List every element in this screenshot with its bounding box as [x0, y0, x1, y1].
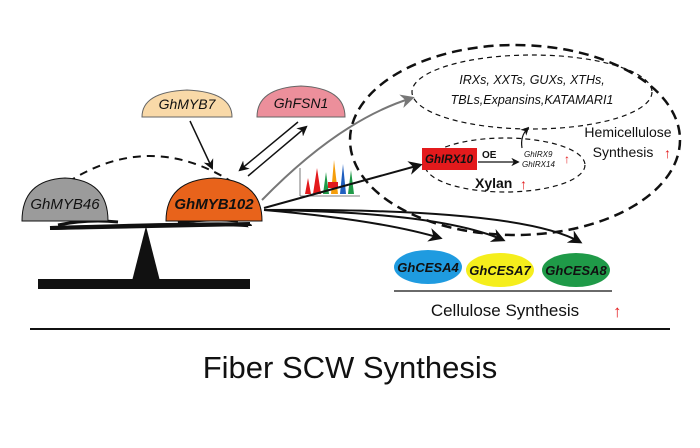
balance-pivot [132, 226, 160, 281]
myb102-to-cesa4-arrow [263, 209, 443, 242]
hemi-genes-line1: IRXs, XXTs, GUXs, XTHs, [459, 73, 604, 87]
fsn1-to-myb102-arrow [238, 121, 299, 172]
cesa7-label: GhCESA7 [469, 263, 531, 278]
node-ghcesa4: GhCESA4 [394, 250, 462, 284]
irx9-label: GhIRX9 [524, 150, 553, 159]
myb102-to-fsn1-arrow [247, 125, 308, 177]
balance-scale [38, 218, 252, 289]
irx10-label: GhIRX10 [425, 154, 474, 166]
node-ghcesa8: GhCESA8 [542, 253, 610, 287]
myb102-to-irx10-arrow [263, 161, 423, 209]
hemicellulose-genes-region [411, 54, 653, 130]
fsn1-shape [256, 85, 346, 118]
cesa7-shape [466, 253, 534, 287]
myb7-shape [141, 89, 233, 118]
xylan-to-genes-arrow [520, 126, 530, 149]
cesa8-label: GhCESA8 [545, 263, 607, 278]
cellulose-up-arrow: ↑ [613, 302, 622, 321]
node-ghmyb102: GhMYB102 [165, 177, 263, 222]
hemi-label-line2: Synthesis [593, 144, 654, 160]
cesa8-shape [542, 253, 610, 287]
cesa4-shape [394, 250, 462, 284]
myb46-shape [21, 177, 109, 222]
node-ghfsn1: GhFSN1 [256, 85, 346, 118]
xylan-label: Xylan [475, 175, 512, 191]
cellulose-label: Cellulose Synthesis [431, 301, 579, 320]
myb102-to-cesa8-arrow [263, 208, 583, 244]
node-ghmyb46: GhMYB46 [21, 177, 109, 222]
footer-title: Fiber SCW Synthesis [203, 350, 498, 385]
node-ghcesa7: GhCESA7 [466, 253, 534, 287]
hemi-up-arrow: ↑ [664, 145, 671, 161]
myb46-myb102-link [67, 155, 233, 183]
xylan-region [424, 137, 586, 193]
cesa4-label: GhCESA4 [397, 260, 459, 275]
hemi-label-line1: Hemicellulose [584, 124, 671, 140]
oe-label: OE [482, 150, 497, 161]
irx14-label: GhIRX14 [522, 160, 555, 169]
myb7-to-myb102-arrow [189, 120, 214, 170]
hemicellulose-region [348, 43, 682, 237]
hemi-genes-line2: TBLs,Expansins,KATAMARI1 [451, 93, 614, 107]
irx-up-arrow: ↑ [564, 152, 570, 166]
myb102-shape [165, 177, 263, 222]
balance-base [38, 279, 250, 289]
myb102-label: GhMYB102 [174, 196, 254, 213]
node-ghmyb7: GhMYB7 [141, 89, 233, 118]
xylan-up-arrow: ↑ [520, 176, 527, 192]
fsn1-label: GhFSN1 [274, 95, 328, 111]
myb7-label: GhMYB7 [159, 96, 217, 112]
irx10-box [422, 148, 477, 170]
myb46-label: GhMYB46 [30, 196, 100, 213]
myb102-to-hemi-genes-arrow [261, 94, 415, 201]
